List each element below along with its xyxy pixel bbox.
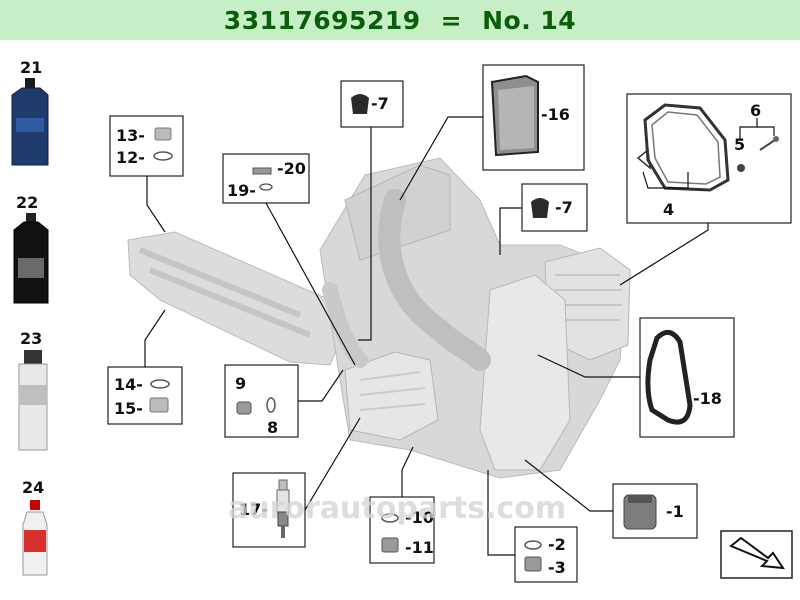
engine-illustration xyxy=(127,157,631,479)
leader-10 xyxy=(401,446,414,497)
part-number: 33117695219 xyxy=(223,5,421,35)
leader-17 xyxy=(304,417,361,511)
title-bar: 33117695219 = No. 14 xyxy=(0,0,800,40)
callout-22: 22 xyxy=(16,193,38,212)
drain-plug-icon xyxy=(149,379,170,413)
leader-4 xyxy=(642,171,689,189)
callout-10: -10 xyxy=(405,508,434,527)
leader-14 xyxy=(144,309,166,367)
callout-11: -11 xyxy=(405,538,434,557)
next-page-arrow-icon[interactable] xyxy=(720,530,793,579)
callout-4: 4 xyxy=(663,200,674,219)
engine-oil-bottle-blue xyxy=(11,78,49,166)
grommet-icon-top xyxy=(351,94,369,114)
callout-14: 14- xyxy=(114,375,143,394)
air-filter-icon xyxy=(490,74,539,157)
callout-9: 9 xyxy=(235,374,246,393)
leader-1 xyxy=(524,459,613,512)
callout-18: -18 xyxy=(693,389,722,408)
callout-23: 23 xyxy=(20,329,42,348)
screw-icon xyxy=(252,167,273,191)
leader-2 xyxy=(487,470,515,556)
callout-8: 8 xyxy=(267,418,278,437)
screw-plug-icon xyxy=(381,513,399,553)
leader-9 xyxy=(298,369,344,402)
leader-13 xyxy=(146,176,166,233)
callout-24: 24 xyxy=(22,478,44,497)
additive-bottle xyxy=(22,500,48,576)
spark-plug-icon xyxy=(276,479,290,538)
equals-sign: = xyxy=(440,5,463,35)
sleeve-icon xyxy=(236,397,276,415)
box-6-5-4 xyxy=(626,93,792,224)
callout-7b: -7 xyxy=(555,198,573,217)
callout-2: -2 xyxy=(548,535,566,554)
box-20-19 xyxy=(222,153,310,204)
title-text: 33117695219 = No. 14 xyxy=(214,6,586,35)
valve-cover-gasket-icon xyxy=(636,103,779,192)
filler-plug-icon xyxy=(153,127,173,161)
callout-15: 15- xyxy=(114,399,143,418)
callout-16: -16 xyxy=(541,105,570,124)
grommet-icon-right xyxy=(531,198,549,218)
engine-oil-bottle-black xyxy=(13,213,49,304)
leader-6 xyxy=(739,118,775,140)
watermark-text: aurorautoparts.com xyxy=(228,491,566,526)
callout-1: -1 xyxy=(666,502,684,521)
callout-12: 12- xyxy=(116,148,145,167)
callout-19: 19- xyxy=(227,181,256,200)
callout-7a: -7 xyxy=(371,94,389,113)
box-9-8 xyxy=(224,364,299,438)
callout-5: 5 xyxy=(734,135,745,154)
leader-18 xyxy=(537,354,640,378)
spray-can xyxy=(18,350,48,451)
leader-7b xyxy=(499,207,522,255)
box-2-3 xyxy=(514,526,578,583)
box-17 xyxy=(232,472,306,548)
callout-21: 21 xyxy=(20,58,42,77)
oil-filter-icon xyxy=(623,494,657,530)
leader-box-4 xyxy=(619,223,709,286)
reference-number: No. 14 xyxy=(482,5,577,35)
parts-diagram: 21 22 23 24 13- 12- -20 19- -7 xyxy=(11,58,793,583)
leader-20 xyxy=(265,202,356,366)
oil-drain-plug-icon xyxy=(524,540,542,572)
leader-16 xyxy=(399,116,483,201)
drive-belt-icon xyxy=(645,329,693,425)
leader-7a xyxy=(358,127,372,341)
callout-20: -20 xyxy=(277,159,306,178)
callout-3: -3 xyxy=(548,558,566,577)
callout-13: 13- xyxy=(116,126,145,145)
box-7-top xyxy=(340,80,404,128)
callout-6: 6 xyxy=(750,101,761,120)
callout-17: 17- xyxy=(239,500,268,519)
box-13-12 xyxy=(109,115,184,177)
